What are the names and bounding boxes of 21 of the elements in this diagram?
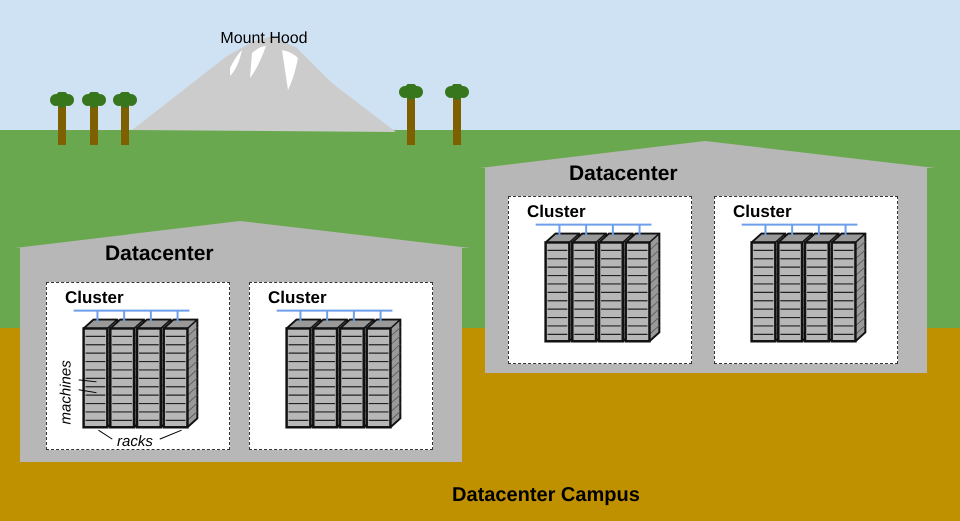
campus-label: Datacenter Campus — [452, 484, 640, 507]
part-label: machines — [58, 360, 74, 424]
cluster-title: Cluster — [65, 288, 124, 308]
cluster-box — [249, 282, 433, 450]
leader-line — [78, 389, 97, 394]
datacenter-building — [480, 141, 935, 373]
part-label: racks — [117, 434, 153, 449]
cluster-box — [714, 196, 898, 364]
cluster-title: Cluster — [527, 202, 586, 222]
mountain — [132, 28, 396, 132]
mountain-label: Mount Hood — [219, 30, 309, 48]
leader-line — [98, 430, 113, 440]
cluster-box — [46, 282, 230, 450]
cluster-title: Cluster — [733, 202, 792, 222]
cluster-title: Cluster — [268, 288, 327, 308]
building-title: Datacenter — [105, 242, 214, 266]
cluster-box — [508, 196, 692, 364]
leader-line — [78, 379, 97, 382]
datacenter-building — [15, 221, 470, 462]
building-title: Datacenter — [569, 162, 678, 186]
leader-line — [159, 430, 182, 440]
